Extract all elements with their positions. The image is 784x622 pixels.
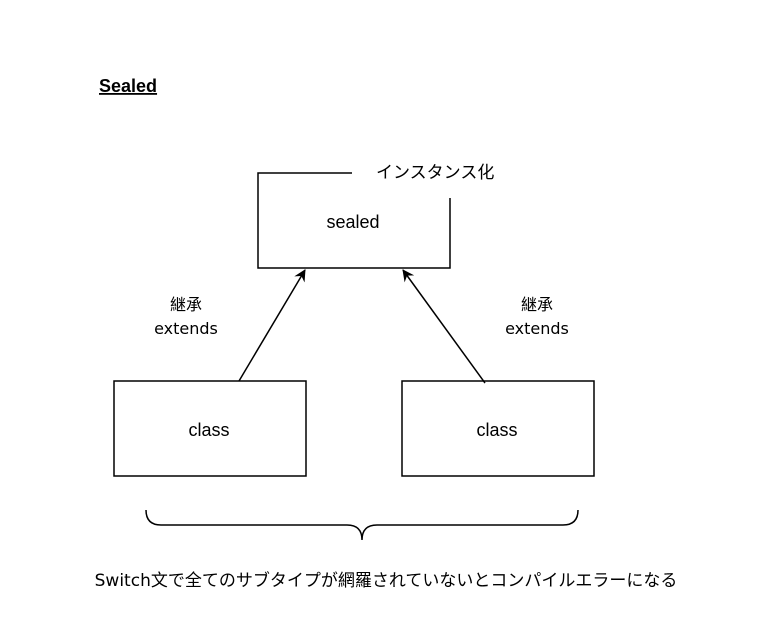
left-inheritance-arrow xyxy=(238,269,306,382)
right-class-box xyxy=(401,380,595,477)
left-relation-kanji: 継承 xyxy=(170,295,202,314)
page-title: Sealed xyxy=(99,76,157,96)
instantiation-note: インスタンス化 xyxy=(376,163,494,183)
right-relation-kanji: 継承 xyxy=(521,295,553,314)
sealed-box-label: sealed xyxy=(326,212,379,232)
left-relation-keyword: extends xyxy=(154,319,218,338)
right-relation-keyword: extends xyxy=(505,319,569,338)
right-inheritance-arrow xyxy=(402,269,486,384)
sealed-box xyxy=(257,172,451,269)
caption-text: Switch文で全てのサブタイプが網羅されていないとコンパイルエラーになる xyxy=(95,570,678,591)
left-class-box xyxy=(113,380,307,477)
right-class-label: class xyxy=(476,420,517,440)
left-class-label: class xyxy=(188,420,229,440)
grouping-brace xyxy=(145,509,579,541)
